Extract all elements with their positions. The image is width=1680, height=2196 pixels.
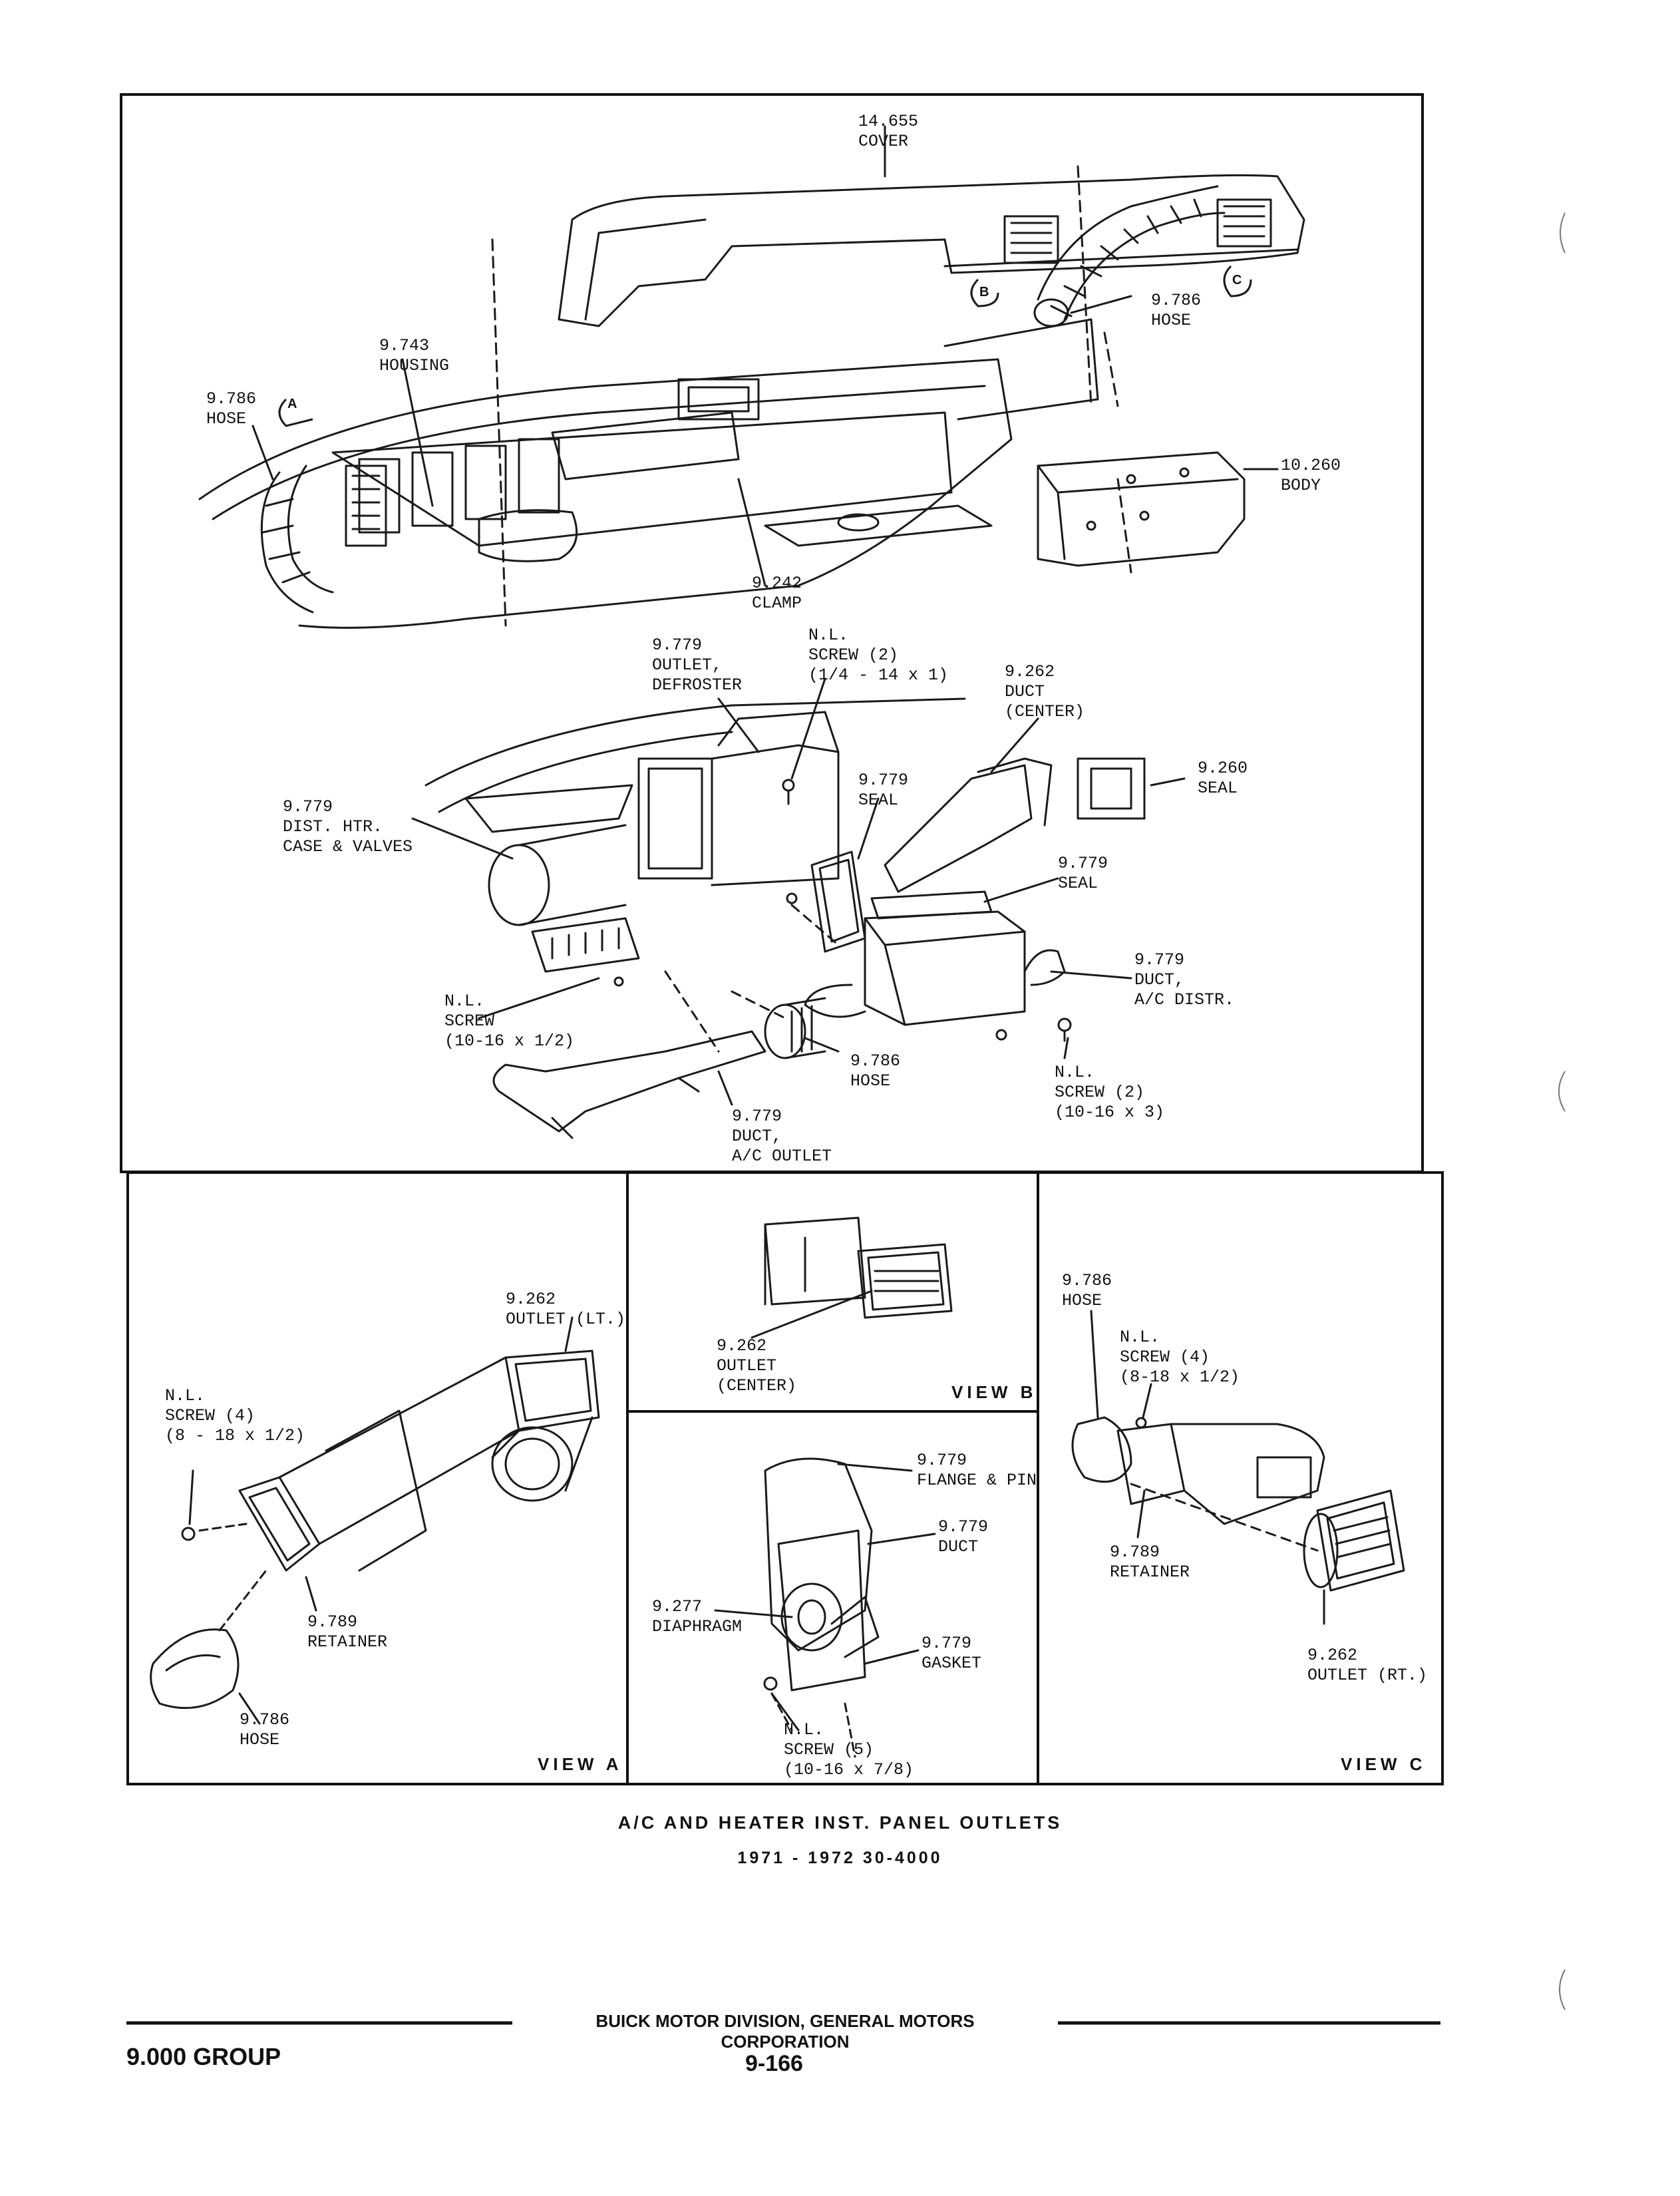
screw-nl-top-label: N.L.SCREW (2)(1/4 - 14 x 1) [808, 626, 949, 685]
footer-group: 9.000 GROUP [126, 2043, 281, 2070]
screw-nl-right-label: N.L.SCREW (2)(10-16 x 3) [1055, 1063, 1165, 1122]
diagram-subtitle: 1971 - 1972 30-4000 [737, 1849, 943, 1867]
screw-nl-left-label: N.L.SCREW(10-16 x 1/2) [444, 992, 575, 1051]
diaphragm-screw-label: N.L.SCREW (5)(10-16 x 7/8) [784, 1720, 914, 1779]
view-c-title: VIEW C [1341, 1754, 1427, 1774]
view-a-screw-label: N.L.SCREW (4)(8 - 18 x 1/2) [165, 1386, 305, 1445]
view-a-title: VIEW A [538, 1754, 623, 1774]
view-c-frame [1037, 1171, 1444, 1785]
diagram-title: A/C AND HEATER INST. PANEL OUTLETS [617, 1813, 1063, 1833]
footer-page-number: 9-166 [745, 2051, 803, 2076]
view-c-screw-label: N.L.SCREW (4)(8-18 x 1/2) [1120, 1328, 1240, 1387]
callout-b-letter: B [979, 285, 989, 299]
callout-c-letter: C [1232, 273, 1242, 287]
cover-part [558, 174, 1305, 327]
footer-corporation: BUICK MOTOR DIVISION, GENERAL MOTORS COR… [595, 2011, 975, 2052]
view-b-title: VIEW B [951, 1382, 1037, 1402]
callout-a-letter: A [287, 397, 297, 411]
